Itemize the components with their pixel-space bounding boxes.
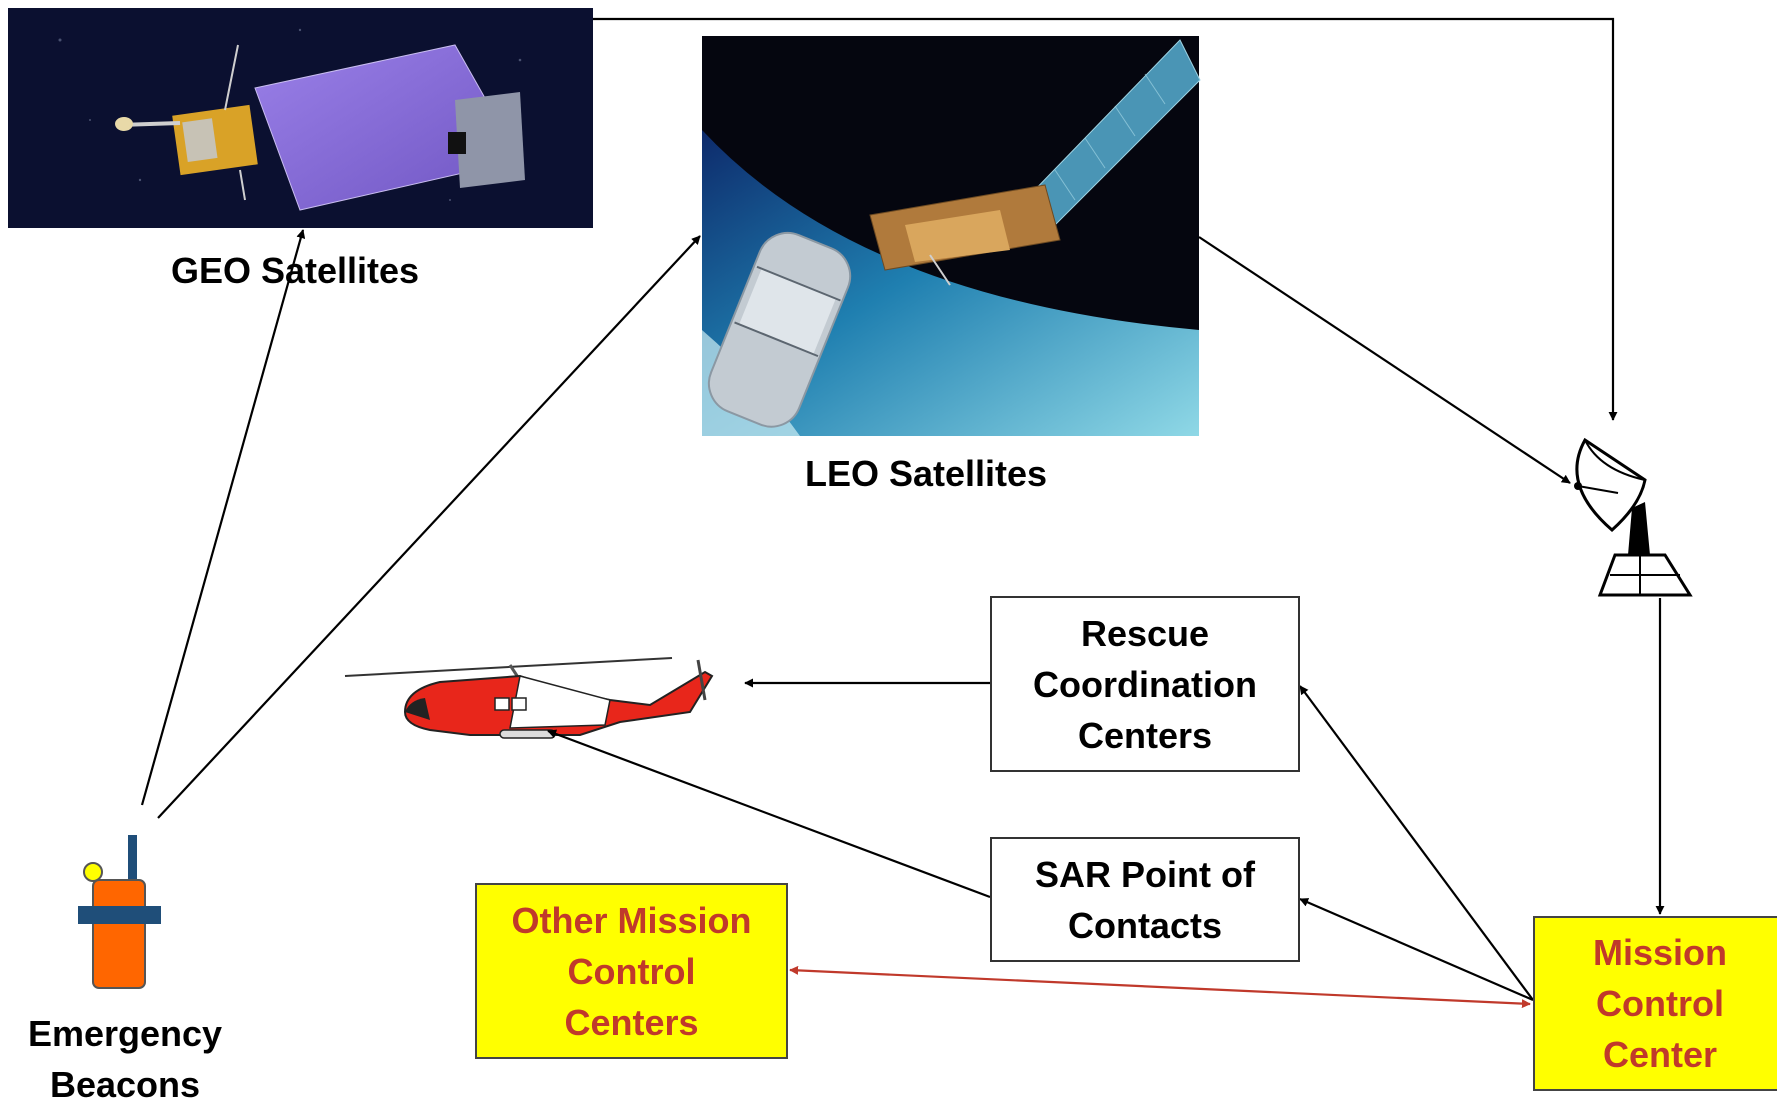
other-mission-control-centers-box: Other Mission Control Centers (475, 883, 788, 1059)
sar-point-of-contacts-box: SAR Point of Contacts (990, 837, 1300, 962)
sar-point-of-contacts-text: SAR Point of Contacts (1035, 853, 1255, 946)
leo-satellite-image (702, 36, 1201, 436)
helicopter-icon (344, 657, 714, 739)
rescue-coordination-centers-box: Rescue Coordination Centers (990, 596, 1300, 772)
emergency-beacons-label: Emergency Beacons (27, 1013, 223, 1105)
arrow-beacon-to-geo (140, 229, 306, 806)
leo-satellites-label: LEO Satellites (804, 453, 1048, 494)
link-arrows (140, 17, 1665, 1002)
emergency-beacon-icon (78, 835, 161, 989)
arrow-mcc-to-other-mcc (789, 965, 1531, 1009)
mission-control-center-text: Mission Control Center (1592, 932, 1727, 1075)
arrow-sar-to-helicopter (547, 729, 991, 899)
arrow-mcc-to-sar (1299, 897, 1534, 1002)
arrow-mcc-to-rcc (1299, 685, 1534, 1001)
arrow-leo-to-dish (1198, 236, 1571, 484)
satellite-dish-icon (1574, 437, 1693, 597)
mission-control-center-box: Mission Control Center (1533, 916, 1777, 1091)
geo-satellite-image (8, 8, 593, 228)
arrow-geo-to-dish (593, 17, 1618, 421)
arrow-beacon-to-leo (157, 235, 701, 819)
other-mission-control-centers-text: Other Mission Control Centers (511, 899, 752, 1043)
rescue-coordination-centers-text: Rescue Coordination Centers (1033, 612, 1257, 756)
geo-satellites-label: GEO Satellites (170, 250, 420, 291)
